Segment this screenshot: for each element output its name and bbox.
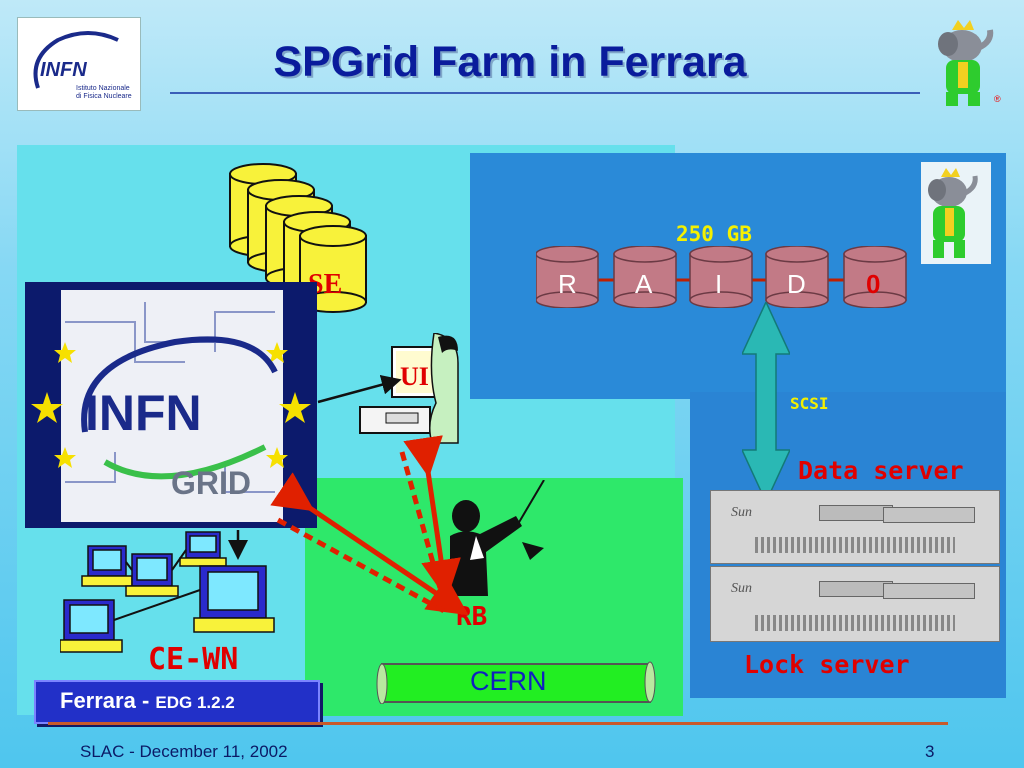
ui-label: UI bbox=[400, 362, 429, 391]
scsi-link-arrow bbox=[740, 300, 792, 504]
footer-date: SLAC - December 11, 2002 bbox=[80, 742, 288, 761]
ferrara-label-group: Ferrara - EDG 1.2.2 bbox=[60, 688, 235, 714]
infn-logo-text: INFN bbox=[40, 59, 87, 81]
elephant-mascot-small-icon bbox=[921, 162, 991, 264]
ui-workstation: UI bbox=[358, 332, 462, 451]
lock-server-vent bbox=[755, 615, 955, 631]
cern-label: CERN bbox=[470, 666, 547, 696]
lock-server-cd-bay bbox=[883, 583, 975, 599]
raid-disk-a: A bbox=[635, 269, 653, 299]
data-server-drive-bay bbox=[819, 505, 893, 521]
data-server-brand: Sun bbox=[731, 505, 752, 520]
raid-disk-r: R bbox=[558, 269, 577, 299]
ferrara-label: Ferrara - bbox=[60, 688, 156, 713]
ferrara-version: EDG 1.2.2 bbox=[155, 693, 235, 712]
data-server-label: Data server bbox=[798, 456, 964, 485]
data-server-vent bbox=[755, 537, 955, 553]
ce-wn-computers bbox=[59, 530, 292, 670]
footer-divider bbox=[48, 722, 948, 725]
se-storage-element: SE bbox=[226, 160, 371, 315]
infn-logo-sub1: Istituto Nazionale bbox=[76, 85, 130, 92]
raid-disk-0: 0 bbox=[866, 269, 881, 299]
lock-server-brand: Sun bbox=[731, 581, 752, 596]
ce-wn-label: CE-WN bbox=[148, 642, 239, 677]
elephant-mascot-icon: ® bbox=[930, 18, 1010, 110]
slide-title: SPGrid Farm in Ferrara bbox=[273, 38, 747, 86]
infn-logo: INFN Istituto Nazionale di Fisica Nuclea… bbox=[17, 17, 141, 111]
svg-text:®: ® bbox=[994, 94, 1001, 104]
data-server-cd-bay bbox=[883, 507, 975, 523]
title-divider bbox=[170, 92, 920, 94]
infn-grid-logo: INFN GRID bbox=[25, 282, 317, 528]
raid-disk-i: I bbox=[715, 269, 723, 299]
lock-server-drive-bay bbox=[819, 581, 893, 597]
infn-grid-main-text: INFN bbox=[85, 385, 202, 441]
infn-grid-sub-text: GRID bbox=[171, 465, 251, 501]
page-number: 3 bbox=[925, 742, 935, 761]
raid-array bbox=[535, 245, 910, 309]
infn-logo-sub2: di Fisica Nucleare bbox=[76, 93, 132, 100]
data-server-unit: Sun bbox=[710, 490, 1000, 564]
lock-server-unit: Sun bbox=[710, 566, 1000, 642]
raid-disk-d: D bbox=[787, 269, 806, 299]
raid-capacity-label: 250 GB bbox=[676, 222, 752, 246]
cern-banner bbox=[376, 660, 656, 705]
scsi-label: SCSI bbox=[790, 394, 829, 413]
lock-server-label: Lock server bbox=[744, 650, 910, 679]
